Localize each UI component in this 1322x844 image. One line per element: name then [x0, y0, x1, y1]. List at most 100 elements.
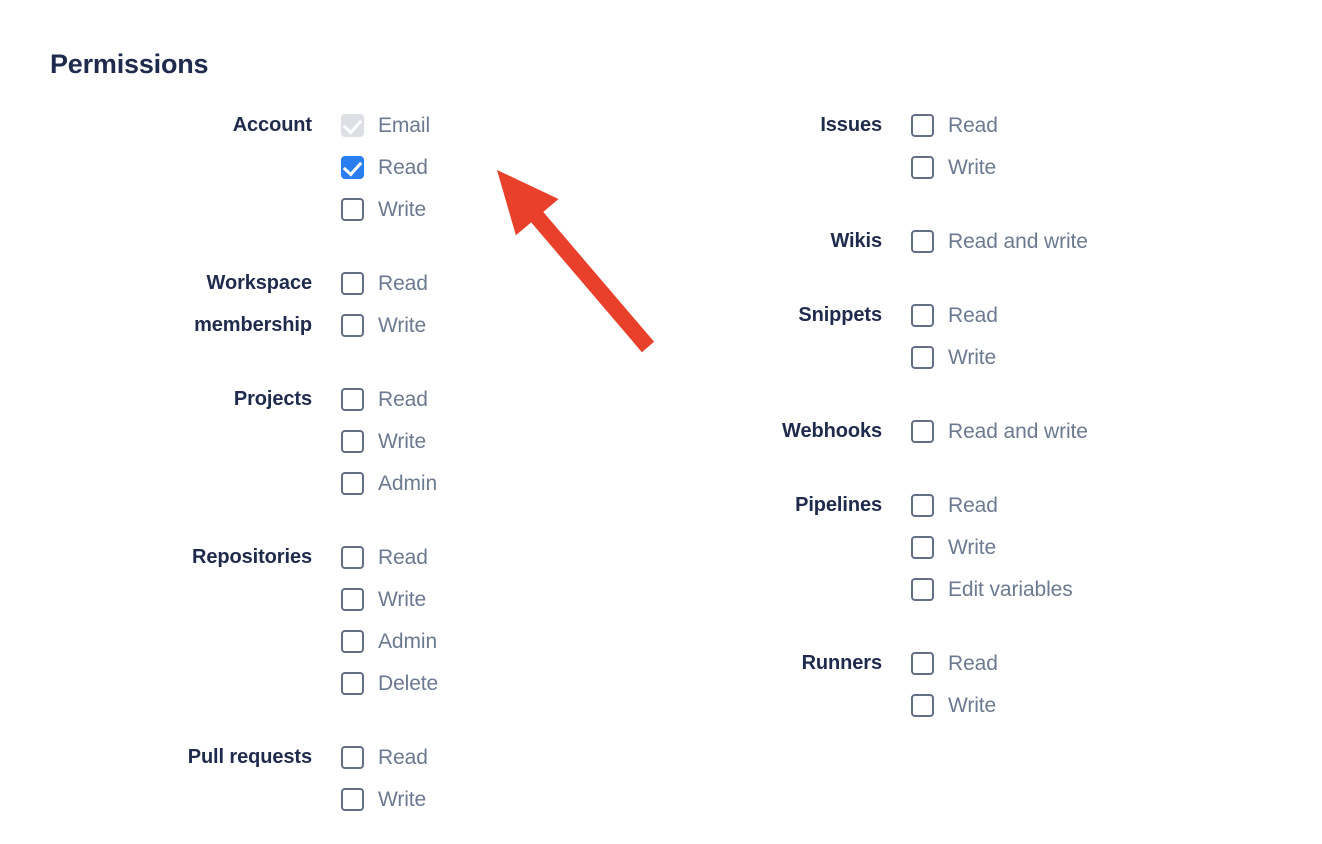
checkbox-unchecked-icon[interactable]	[911, 303, 934, 327]
permission-option-label: Write	[948, 155, 997, 179]
permission-option-label: Read	[948, 303, 998, 327]
permission-option-label: Email	[378, 113, 431, 137]
checkbox-unchecked-icon[interactable]	[341, 429, 364, 453]
checkbox-unchecked-icon[interactable]	[911, 577, 934, 601]
permission-option-label: Write	[378, 313, 427, 337]
permission-option-label: Read and write	[948, 419, 1088, 443]
checkbox-unchecked-icon[interactable]	[911, 155, 934, 179]
permission-group-label: Wikis	[830, 230, 882, 252]
page-title: Permissions	[50, 49, 209, 79]
permission-option-label: Delete	[378, 671, 439, 695]
checkmark-icon	[342, 114, 363, 134]
permission-option-account-read[interactable]: Read	[341, 146, 660, 188]
permission-group-label: Issues	[820, 114, 882, 136]
permission-option-label: Read	[378, 745, 428, 769]
checkbox-unchecked-icon[interactable]	[341, 787, 364, 811]
permission-option-label: Read	[948, 493, 998, 517]
checkbox-unchecked-icon[interactable]	[911, 693, 934, 717]
permission-option-projects-admin[interactable]: Admin	[341, 462, 660, 504]
permission-option-account-email[interactable]: Email	[341, 104, 660, 146]
permission-option-label: Write	[948, 345, 997, 369]
permission-option-label: Write	[378, 197, 427, 221]
checkbox-checked-icon[interactable]	[341, 155, 364, 179]
checkbox-unchecked-icon[interactable]	[341, 471, 364, 495]
checkbox-unchecked-icon[interactable]	[341, 545, 364, 569]
checkbox-unchecked-icon[interactable]	[341, 313, 364, 337]
permission-option-runners-read[interactable]: Read	[911, 642, 1322, 684]
permission-option-label: Admin	[378, 471, 438, 495]
permission-option-repositories-admin[interactable]: Admin	[341, 620, 660, 662]
checkbox-unchecked-icon[interactable]	[341, 197, 364, 221]
permission-option-label: Edit variables	[948, 577, 1073, 601]
checkbox-unchecked-icon[interactable]	[911, 419, 934, 443]
permission-option-issues-write[interactable]: Write	[911, 146, 1322, 188]
checkbox-unchecked-icon[interactable]	[911, 651, 934, 675]
permission-option-label: Read	[378, 271, 428, 295]
permission-option-repositories-read[interactable]: Read	[341, 536, 660, 578]
checkbox-unchecked-icon[interactable]	[911, 113, 934, 137]
permission-option-workspace-membership-write[interactable]: Write	[341, 304, 660, 346]
permission-option-snippets-write[interactable]: Write	[911, 336, 1322, 378]
permission-option-projects-write[interactable]: Write	[341, 420, 660, 462]
checkmark-icon	[342, 156, 363, 176]
permission-options: Read and write	[911, 410, 1322, 452]
checkbox-unchecked-icon[interactable]	[911, 535, 934, 559]
permission-option-pull-requests-write[interactable]: Write	[341, 778, 660, 820]
permission-option-repositories-delete[interactable]: Delete	[341, 662, 660, 704]
checkbox-unchecked-icon[interactable]	[911, 493, 934, 517]
checkbox-unchecked-icon[interactable]	[341, 745, 364, 769]
permission-option-label: Read	[378, 155, 428, 179]
permission-group-label: Account	[232, 114, 312, 136]
permission-option-workspace-membership-read[interactable]: Read	[341, 262, 660, 304]
checkbox-unchecked-icon[interactable]	[341, 629, 364, 653]
permission-option-pipelines-read[interactable]: Read	[911, 484, 1322, 526]
permission-option-label: Read	[378, 545, 428, 569]
checkbox-unchecked-icon[interactable]	[911, 345, 934, 369]
permission-option-pipelines-edit-variables[interactable]: Edit variables	[911, 568, 1322, 610]
permission-option-webhooks-read-and-write[interactable]: Read and write	[911, 410, 1322, 452]
permission-option-label: Read	[948, 651, 998, 675]
permission-option-label: Write	[378, 787, 427, 811]
checkbox-unchecked-icon[interactable]	[911, 229, 934, 253]
permission-option-account-write[interactable]: Write	[341, 188, 660, 230]
permission-option-repositories-write[interactable]: Write	[341, 578, 660, 620]
checkbox-unchecked-icon[interactable]	[341, 671, 364, 695]
permission-option-label: Write	[378, 429, 427, 453]
permission-option-label: Write	[378, 587, 427, 611]
permission-option-runners-write[interactable]: Write	[911, 684, 1322, 726]
checkbox-unchecked-icon[interactable]	[341, 387, 364, 411]
checkbox-unchecked-icon[interactable]	[341, 587, 364, 611]
permission-option-wikis-read-and-write[interactable]: Read and write	[911, 220, 1322, 262]
permission-option-label: Read and write	[948, 229, 1088, 253]
permission-option-label: Write	[948, 693, 997, 717]
permission-group-label: Webhooks	[782, 420, 882, 442]
permission-option-issues-read[interactable]: Read	[911, 104, 1322, 146]
permission-group-label: Snippets	[798, 304, 882, 326]
checkbox-unchecked-icon[interactable]	[341, 271, 364, 295]
permission-option-label: Write	[948, 535, 997, 559]
permission-option-projects-read[interactable]: Read	[341, 378, 660, 420]
permission-option-snippets-read[interactable]: Read	[911, 294, 1322, 336]
permission-group-webhooks: Webhooks Read and write	[660, 410, 1322, 452]
permission-group-label: Repositories	[192, 546, 312, 568]
permission-option-pull-requests-read[interactable]: Read	[341, 736, 660, 778]
permission-option-pipelines-write[interactable]: Write	[911, 526, 1322, 568]
permission-group-label: Runners	[801, 652, 883, 674]
